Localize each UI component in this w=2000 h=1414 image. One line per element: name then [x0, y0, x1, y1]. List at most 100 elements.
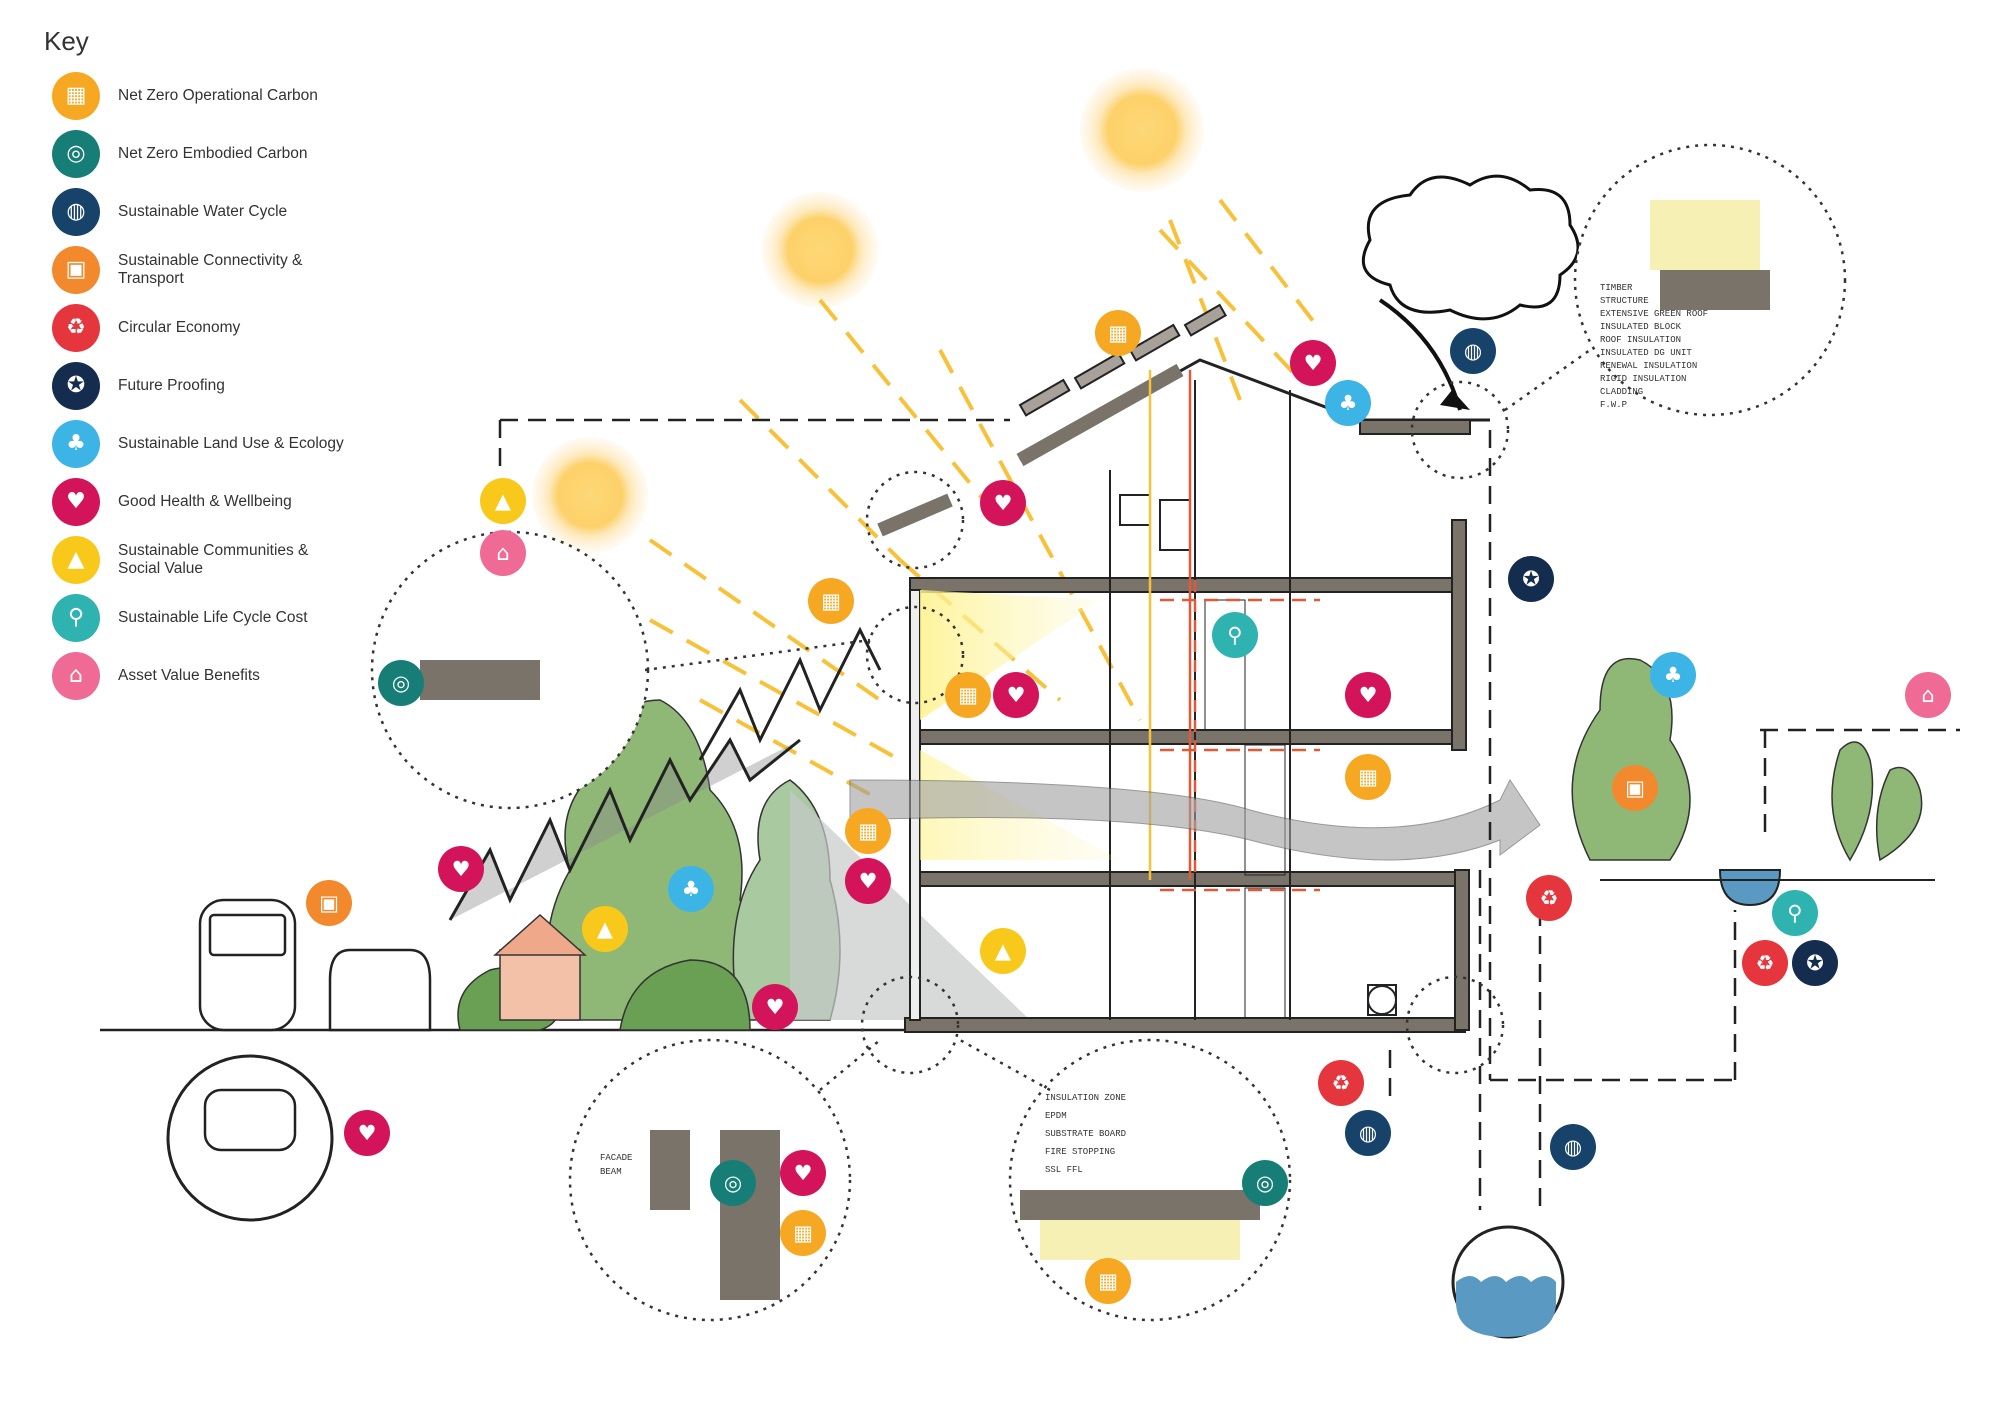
- globe-icon: ◍: [1450, 328, 1496, 374]
- key-title: Key: [44, 26, 89, 56]
- key-item-label: Circular Economy: [118, 319, 241, 336]
- detail-note: INSULATED DG UNIT: [1600, 348, 1692, 358]
- building-section: [877, 303, 1490, 1033]
- bus-icon: ▣: [1612, 765, 1658, 811]
- building-icon: ▦: [808, 578, 854, 624]
- bus-icon: ▣: [306, 880, 352, 926]
- building-icon: ▦: [845, 808, 891, 854]
- key-item: ⚲ Sustainable Life Cycle Cost: [52, 594, 348, 642]
- car-drawing: [328, 948, 432, 1032]
- recycle-icon: ♻: [1318, 1060, 1364, 1106]
- house-icon: ⌂: [1905, 672, 1951, 718]
- detail-note: CLADDING: [1600, 387, 1643, 397]
- key-item-label: Net Zero Operational Carbon: [118, 87, 318, 104]
- graduation-cap-icon: ▲: [52, 536, 100, 584]
- detail-note: EPDM: [1045, 1111, 1067, 1121]
- detail-note: RENEWAL INSULATION: [1600, 361, 1697, 371]
- tree-icon: ♣: [668, 866, 714, 912]
- bicycle-icon: ⚲: [1772, 890, 1818, 936]
- health-icon: ♥: [752, 984, 798, 1030]
- detail-note: FACADE: [600, 1153, 632, 1163]
- award-icon: ✪: [1508, 556, 1554, 602]
- detail-note: ROOF INSULATION: [1600, 335, 1681, 345]
- globe-icon: ◍: [1345, 1110, 1391, 1156]
- tree-icon: ♣: [1325, 380, 1371, 426]
- key-item-label: Sustainable Land Use & Ecology: [118, 435, 344, 452]
- house-icon: ⌂: [52, 652, 100, 700]
- detail-note: EXTENSIVE GREEN ROOF: [1600, 309, 1708, 319]
- bicycle-icon: ⚲: [52, 594, 100, 642]
- bus-icon: ▣: [52, 246, 100, 294]
- health-icon: ♥: [780, 1150, 826, 1196]
- noise-arrow: [698, 626, 882, 761]
- key-item: ✪ Future Proofing: [52, 362, 348, 410]
- key-item-label: Sustainable Life Cycle Cost: [118, 609, 308, 626]
- key-item-label: Sustainable Connectivity & Transport: [118, 252, 303, 287]
- recycle-icon: ♻: [52, 304, 100, 352]
- bicycle-icon: ⚲: [1212, 612, 1258, 658]
- health-icon: ♥: [993, 672, 1039, 718]
- key-item-label: Good Health & Wellbeing: [118, 493, 292, 510]
- key-item-label: Sustainable Water Cycle: [118, 203, 288, 220]
- detail-note: SUBSTRATE BOARD: [1045, 1129, 1126, 1139]
- airflow-arrow: [849, 779, 1541, 861]
- key-item: ♣ Sustainable Land Use & Ecology: [52, 420, 348, 468]
- key-item-label: Future Proofing: [118, 377, 225, 394]
- globe-icon: ◍: [52, 188, 100, 236]
- recycle-icon: ♻: [1526, 875, 1572, 921]
- detail-note: INSULATED BLOCK: [1600, 322, 1682, 332]
- health-icon: ♥: [1345, 672, 1391, 718]
- circles-icon: ◎: [378, 660, 424, 706]
- detail-note: INSULATION ZONE: [1045, 1093, 1126, 1103]
- key-item: ⌂ Asset Value Benefits: [52, 652, 348, 700]
- recycle-icon: ♻: [1742, 940, 1788, 986]
- building-icon: ▦: [1085, 1258, 1131, 1304]
- tree-icon: ♣: [52, 420, 100, 468]
- key-item: ◍ Sustainable Water Cycle: [52, 188, 348, 236]
- health-icon: ♥: [980, 480, 1026, 526]
- award-icon: ✪: [1792, 940, 1838, 986]
- detail-note: RIGID INSULATION: [1600, 374, 1686, 384]
- key-item: ♥Good Health & Wellbeing: [52, 478, 348, 526]
- circles-icon: ◎: [52, 130, 100, 178]
- sun-icon: [762, 192, 878, 308]
- health-icon: ♥: [845, 858, 891, 904]
- building-icon: ▦: [945, 672, 991, 718]
- key-item: ▦ Net Zero Operational Carbon: [52, 72, 348, 120]
- health-icon: ♥: [344, 1110, 390, 1156]
- building-icon: ▦: [1345, 754, 1391, 800]
- key-item: ◎ Net Zero Embodied Carbon: [52, 130, 348, 178]
- detail-note: SSL FFL: [1045, 1165, 1083, 1175]
- building-icon: ▦: [1095, 310, 1141, 356]
- detail-note: F.W.P: [1600, 400, 1627, 410]
- award-icon: ✪: [52, 362, 100, 410]
- key-item-label: Sustainable Communities & Social Value: [118, 542, 309, 577]
- building-icon: ▦: [52, 72, 100, 120]
- detail-note: STRUCTURE: [1600, 296, 1649, 306]
- water-cycle-dashes: [498, 418, 1960, 1215]
- sun-icon: [532, 437, 648, 553]
- circles-icon: ◎: [710, 1160, 756, 1206]
- building-icon: ▦: [780, 1210, 826, 1256]
- health-icon: ♥: [438, 846, 484, 892]
- bus-drawing: [198, 898, 297, 1032]
- key-item: ▲ Sustainable Communities & Social Value: [52, 536, 348, 584]
- house-icon: ⌂: [480, 530, 526, 576]
- cloud-icon: [1361, 174, 1580, 321]
- key-item-label: Net Zero Embodied Carbon: [118, 145, 308, 162]
- graduation-cap-icon: ▲: [980, 928, 1026, 974]
- globe-icon: ◍: [1550, 1124, 1596, 1170]
- key-item: ♻ Circular Economy: [52, 304, 348, 352]
- ventilation-arrows: [1160, 598, 1320, 892]
- detail-note: BEAM: [600, 1167, 622, 1177]
- graduation-cap-icon: ▲: [582, 906, 628, 952]
- key-item: ▣ Sustainable Connectivity & Transport: [52, 246, 348, 294]
- health-icon: ♥: [1290, 340, 1336, 386]
- graduation-cap-icon: ▲: [480, 478, 526, 524]
- key-item-label: Asset Value Benefits: [118, 667, 260, 684]
- noise-arrow: [448, 737, 801, 921]
- sun-icon: [1080, 68, 1204, 192]
- detail-note: FIRE STOPPING: [1045, 1147, 1115, 1157]
- circles-icon: ◎: [1242, 1160, 1288, 1206]
